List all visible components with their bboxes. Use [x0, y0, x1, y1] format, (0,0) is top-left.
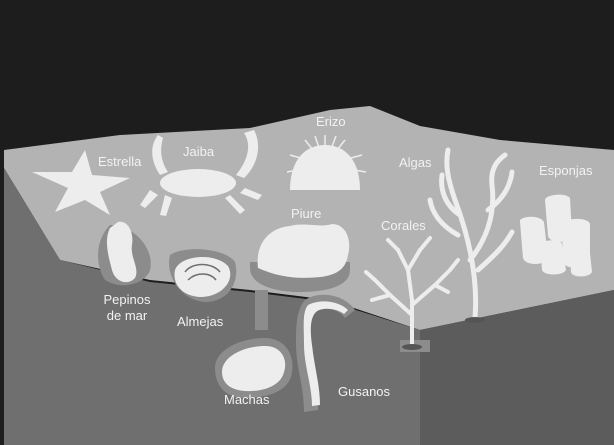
label-almejas: Almejas	[177, 314, 223, 330]
label-pepinos-de-mar: Pepinos de mar	[95, 292, 159, 324]
label-corales: Corales	[381, 218, 426, 234]
label-pepinos-line2: de mar	[95, 308, 159, 324]
label-pepinos-line1: Pepinos	[95, 292, 159, 308]
label-gusanos: Gusanos	[338, 384, 390, 400]
label-erizo: Erizo	[316, 114, 346, 130]
label-piure: Piure	[291, 206, 321, 222]
label-esponjas: Esponjas	[539, 163, 592, 179]
macha-burrow	[255, 290, 268, 330]
label-jaiba: Jaiba	[183, 144, 214, 160]
seaweed-holdfast	[465, 317, 485, 323]
label-machas: Machas	[224, 392, 270, 408]
label-estrella: Estrella	[98, 154, 141, 170]
coral-holdfast	[402, 344, 422, 350]
label-algas: Algas	[399, 155, 432, 171]
